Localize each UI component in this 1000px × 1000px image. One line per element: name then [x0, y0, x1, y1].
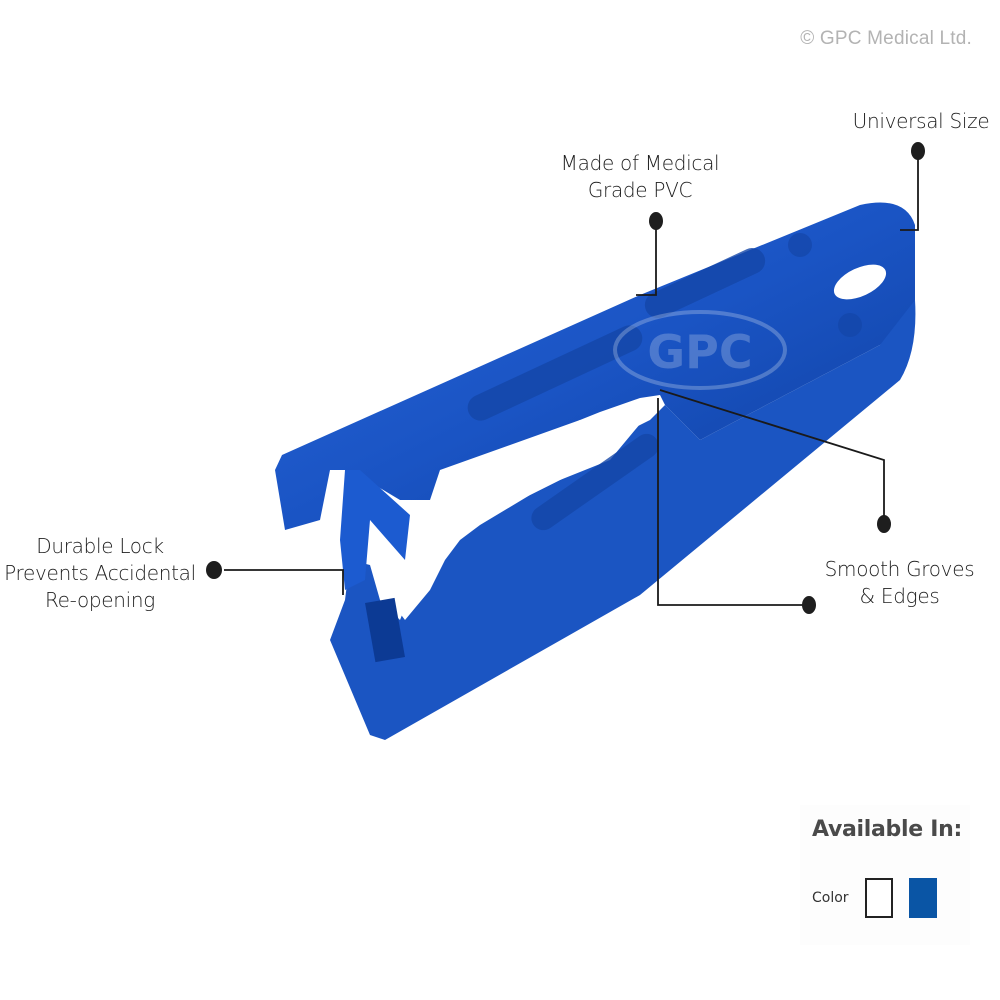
availability-panel: Available In: Color: [800, 805, 970, 945]
callout-line: Universal Size: [852, 109, 990, 133]
dot-lock: [206, 561, 222, 579]
callout-medical-pvc: Made of Medical Grade PVC: [545, 150, 735, 204]
gpc-watermark: GPC: [613, 310, 787, 390]
callout-line: Prevents Accidental: [4, 561, 196, 585]
callout-line: Re-opening: [44, 588, 156, 612]
callout-smooth-groves: Smooth Groves & Edges: [812, 556, 987, 610]
dot-pvc: [649, 212, 663, 230]
callout-line: Smooth Groves: [824, 557, 975, 581]
dot-smooth: [877, 515, 891, 533]
svg-text:GPC: GPC: [647, 325, 752, 379]
clamp-body: [275, 202, 916, 740]
swatch-blue: [909, 878, 937, 918]
dot-universal: [911, 142, 925, 160]
dot-edges: [802, 596, 816, 614]
leader-lines: [224, 152, 919, 606]
availability-title: Available In:: [812, 817, 962, 842]
leader-dots: [206, 142, 925, 614]
callout-line: Durable Lock: [36, 534, 164, 558]
callout-line: Grade PVC: [587, 178, 693, 202]
callout-line: Made of Medical: [560, 151, 720, 175]
callout-universal-size: Universal Size: [846, 108, 996, 135]
color-label: Color: [812, 890, 849, 906]
copyright-text: © GPC Medical Ltd.: [800, 28, 972, 49]
callout-durable-lock: Durable Lock Prevents Accidental Re-open…: [0, 533, 200, 614]
callout-line: & Edges: [859, 584, 940, 608]
swatch-white: [865, 878, 893, 918]
